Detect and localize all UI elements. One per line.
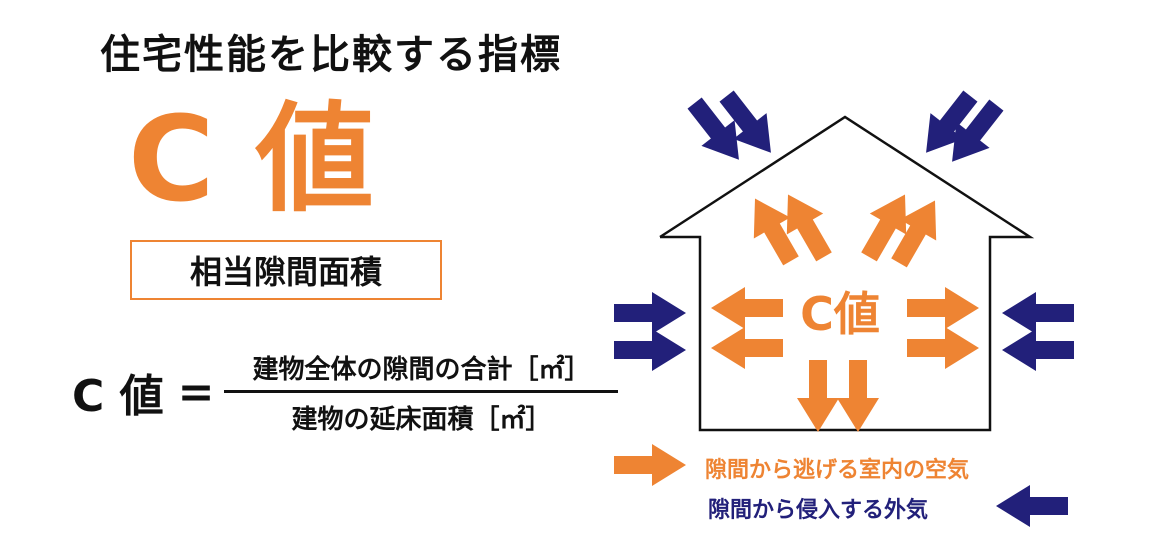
left-wall-outflow-arrows bbox=[711, 287, 783, 369]
house-outline bbox=[659, 115, 1035, 432]
right-wall-outflow-arrows bbox=[907, 287, 979, 369]
legend-inflow-arrow-icon bbox=[996, 485, 1068, 527]
inflow-arrow-icon bbox=[1002, 329, 1074, 371]
formula: C 値 = 建物全体の隙間の合計［㎡］ 建物の延床面積［㎡］ bbox=[72, 352, 619, 435]
inflow-arrow-icon bbox=[1002, 292, 1074, 334]
right-wall-inflow-arrows bbox=[1002, 292, 1074, 371]
left-wall-inflow-arrows bbox=[614, 292, 686, 371]
outflow-arrow-icon bbox=[711, 287, 783, 329]
outflow-arrow-icon bbox=[711, 327, 783, 369]
c-value-heading: C 値 bbox=[128, 90, 374, 228]
outflow-arrow-icon bbox=[837, 360, 879, 432]
legend-outflow-arrow-icon bbox=[614, 444, 686, 486]
inflow-arrow-icon bbox=[614, 292, 686, 334]
subtitle-text: 相当隙間面積 bbox=[189, 253, 382, 291]
fraction-bar bbox=[224, 389, 619, 393]
subtitle-box: 相当隙間面積 bbox=[130, 240, 442, 300]
outflow-arrow-icon bbox=[907, 287, 979, 329]
formula-numerator: 建物全体の隙間の合計［㎡］ bbox=[252, 354, 591, 385]
formula-denominator: 建物の延床面積［㎡］ bbox=[291, 404, 552, 435]
roof-right-outflow-arrows bbox=[850, 184, 954, 274]
roof-left-outflow-arrows bbox=[736, 184, 843, 272]
formula-fraction: 建物全体の隙間の合計［㎡］ 建物の延床面積［㎡］ bbox=[224, 349, 619, 436]
outflow-arrow-icon bbox=[797, 360, 839, 432]
legend-outflow-label: 隙間から逃げる室内の空気 bbox=[705, 458, 970, 483]
roof-left-inflow-arrows bbox=[678, 83, 788, 173]
page-title: 住宅性能を比較する指標 bbox=[100, 32, 562, 78]
formula-lhs: C 値 bbox=[72, 371, 164, 422]
house-center-label: C値 bbox=[800, 287, 880, 341]
inflow-arrow-icon bbox=[614, 329, 686, 371]
legend-inflow-label: 隙間から侵入する外気 bbox=[708, 498, 929, 523]
floor-outflow-arrows bbox=[797, 360, 879, 432]
outflow-arrow-icon bbox=[907, 327, 979, 369]
roof-right-inflow-arrows bbox=[909, 83, 1013, 175]
formula-equals: = bbox=[177, 366, 215, 418]
